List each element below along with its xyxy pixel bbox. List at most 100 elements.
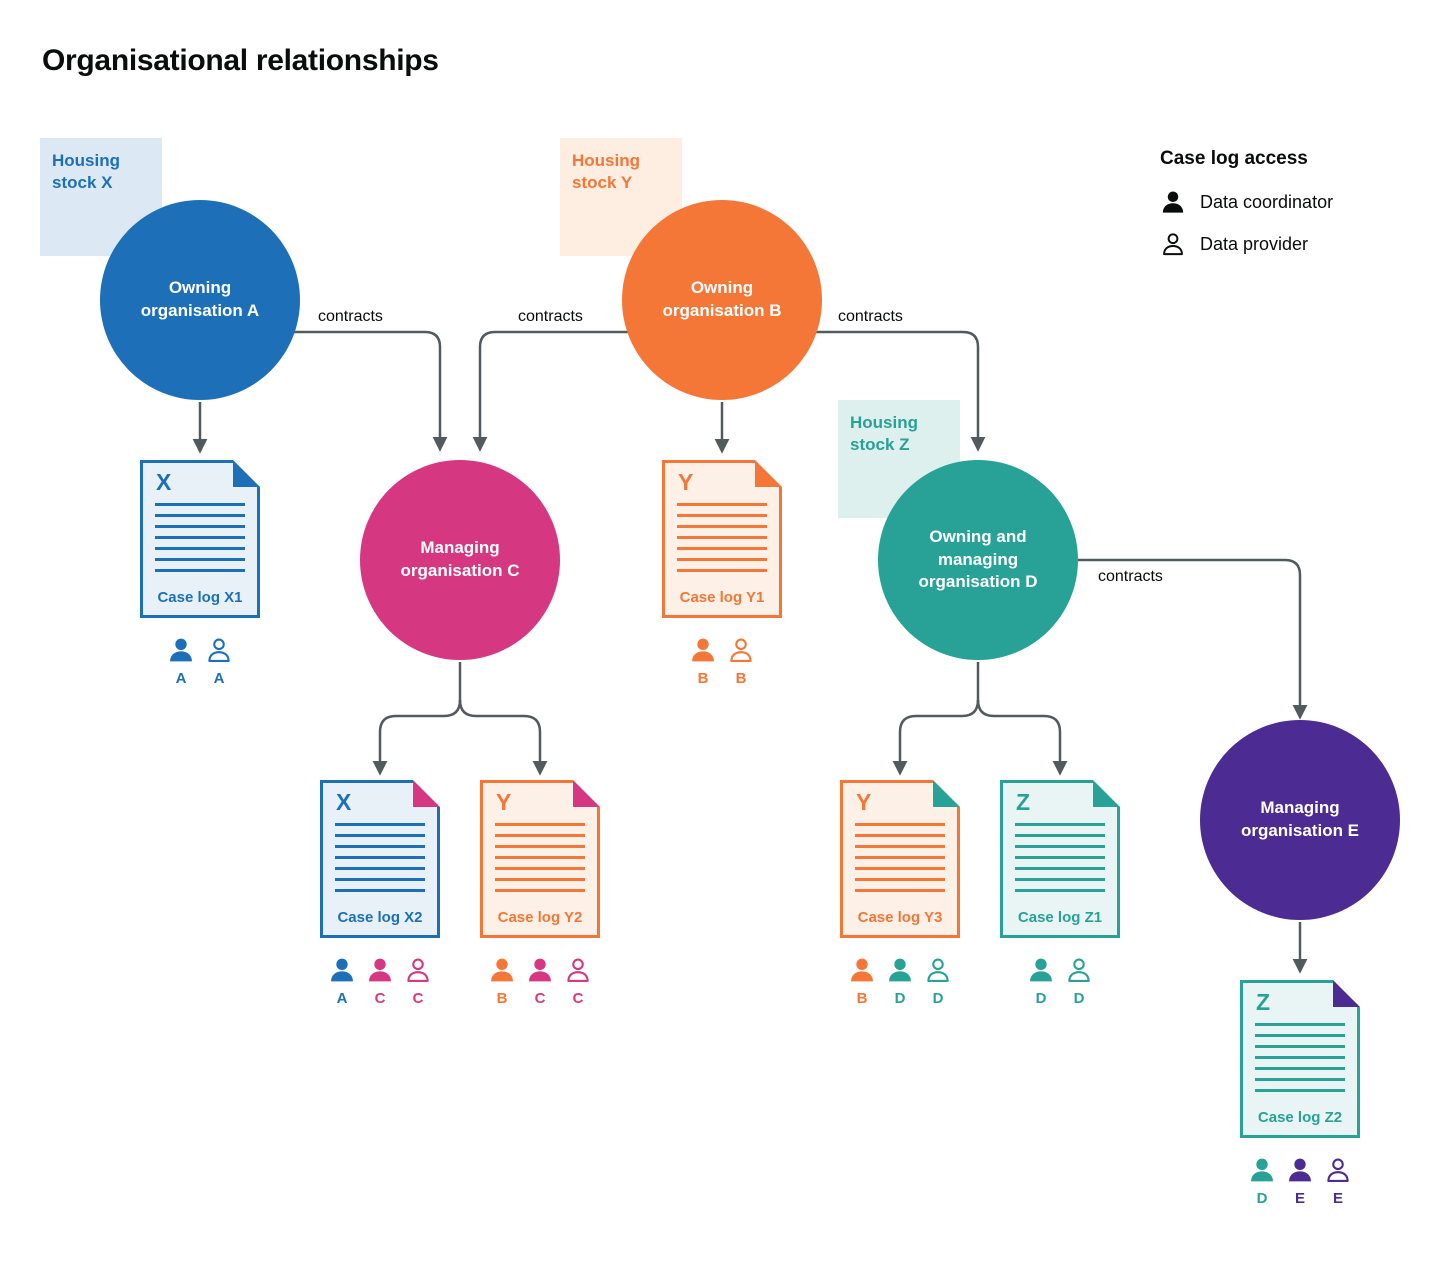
case-log-z2-access: D E E (1248, 1156, 1352, 1207)
access-letter: E (1332, 1190, 1343, 1207)
legend-item-label: Data coordinator (1200, 191, 1334, 212)
access-letter: B (735, 670, 747, 687)
org-e-label: Managing organisation E (1240, 798, 1360, 840)
legend-item-label: Data provider (1200, 233, 1309, 254)
doc-text-lines (677, 503, 767, 573)
doc-caption: Case log Y1 (679, 589, 765, 606)
access-letter: A (175, 670, 187, 687)
doc-text-lines (495, 823, 585, 893)
doc-text-lines (1255, 1023, 1345, 1093)
connector-orgD-to-caselogY3 (892, 699, 980, 776)
access-letter: C (534, 990, 546, 1007)
data-coordinator-icon: D (1248, 1156, 1276, 1207)
access-letter: B (496, 990, 508, 1007)
case-log-x2-access: A C C (328, 956, 432, 1007)
doc-caption: Case log Z2 (1257, 1109, 1343, 1126)
case-log-y1-access: B B (689, 636, 755, 687)
org-c-circle: Managing organisation C (360, 460, 560, 660)
doc-letter: Y (496, 789, 512, 815)
person-outline-icon (1160, 230, 1186, 258)
access-letter: B (697, 670, 709, 687)
doc-caption: Case log Y3 (857, 909, 943, 926)
access-letter: D (1256, 1190, 1268, 1207)
case-log-x1-doc: X Case log X1 (140, 460, 260, 618)
data-coordinator-icon: C (366, 956, 394, 1007)
org-a-label: Owning organisation A (140, 278, 260, 320)
doc-caption: Case log X2 (337, 909, 423, 926)
data-coordinator-icon: A (328, 956, 356, 1007)
data-coordinator-icon: A (167, 636, 195, 687)
connector-orgD-to-caselogZ1 (976, 699, 1068, 776)
data-coordinator-icon: C (526, 956, 554, 1007)
data-provider-icon: D (1065, 956, 1093, 1007)
doc-text-lines (855, 823, 945, 893)
access-letter: D (932, 990, 944, 1007)
access-letter: D (1073, 990, 1085, 1007)
contracts-label-b-d: contracts (838, 308, 903, 325)
housing-stock-x-label: Housing stock X (52, 151, 120, 193)
connector-orgC-to-caselogY2 (458, 699, 548, 776)
doc-letter: X (336, 789, 352, 815)
legend-item-data-coordinator: Data coordinator (1160, 188, 1333, 216)
legend-item-data-provider: Data provider (1160, 230, 1333, 258)
doc-caption: Case log Z1 (1017, 909, 1103, 926)
data-provider-icon: A (205, 636, 233, 687)
data-coordinator-icon: B (689, 636, 717, 687)
connector-orgB-to-orgC (472, 330, 628, 452)
access-letter: A (213, 670, 225, 687)
contracts-label-d-e: contracts (1098, 568, 1163, 585)
data-coordinator-icon: D (886, 956, 914, 1007)
data-coordinator-icon: B (488, 956, 516, 1007)
org-b-circle: Owning organisation B (622, 200, 822, 400)
case-log-y2-access: B C C (488, 956, 592, 1007)
doc-letter: Z (1016, 789, 1031, 815)
case-log-y1-doc: Y Case log Y1 (662, 460, 782, 618)
access-letter: B (856, 990, 868, 1007)
data-provider-icon: B (727, 636, 755, 687)
org-b-label: Owning organisation B (662, 278, 782, 320)
case-log-z1-access: D D (1027, 956, 1093, 1007)
data-provider-icon: C (564, 956, 592, 1007)
org-e-circle: Managing organisation E (1200, 720, 1400, 920)
org-d-circle: Owning and managing organisation D (878, 460, 1078, 660)
connector-orgA-to-orgC (294, 330, 448, 452)
access-letter: C (412, 990, 424, 1007)
page-title: Organisational relationships (42, 44, 439, 77)
doc-letter: Y (678, 469, 694, 495)
doc-letter: Z (1256, 989, 1271, 1015)
legend-case-log-access: Case log access Data coordinator Data pr… (1160, 148, 1333, 272)
connector-orgB-to-orgD (816, 330, 986, 452)
data-provider-icon: C (404, 956, 432, 1007)
access-letter: D (894, 990, 906, 1007)
case-log-z2-doc: Z Case log Z2 (1240, 980, 1360, 1138)
org-a-circle: Owning organisation A (100, 200, 300, 400)
legend-title: Case log access (1160, 148, 1308, 169)
doc-caption: Case log X1 (157, 589, 243, 606)
data-coordinator-icon: D (1027, 956, 1055, 1007)
doc-caption: Case log Y2 (497, 909, 583, 926)
case-log-x1-access: A A (167, 636, 233, 687)
doc-text-lines (335, 823, 425, 893)
data-coordinator-icon: B (848, 956, 876, 1007)
access-letter: E (1294, 1190, 1305, 1207)
data-provider-icon: E (1324, 1156, 1352, 1207)
doc-text-lines (1015, 823, 1105, 893)
org-d-label: Owning and managing organisation D (918, 526, 1038, 592)
access-letter: C (374, 990, 386, 1007)
access-letter: A (336, 990, 348, 1007)
case-log-y3-access: B D D (848, 956, 952, 1007)
connector-orgC-to-caselogX2 (372, 699, 462, 776)
doc-text-lines (155, 503, 245, 573)
access-letter: D (1035, 990, 1047, 1007)
contracts-label-b-c: contracts (518, 308, 583, 325)
housing-stock-y-label: Housing stock Y (572, 151, 640, 193)
contracts-label-a-c: contracts (318, 308, 383, 325)
data-coordinator-icon: E (1286, 1156, 1314, 1207)
connector-orgD-to-orgE (1078, 558, 1308, 720)
person-filled-icon (1160, 188, 1186, 216)
case-log-z1-doc: Z Case log Z1 (1000, 780, 1120, 938)
doc-letter: Y (856, 789, 872, 815)
access-letter: C (572, 990, 584, 1007)
